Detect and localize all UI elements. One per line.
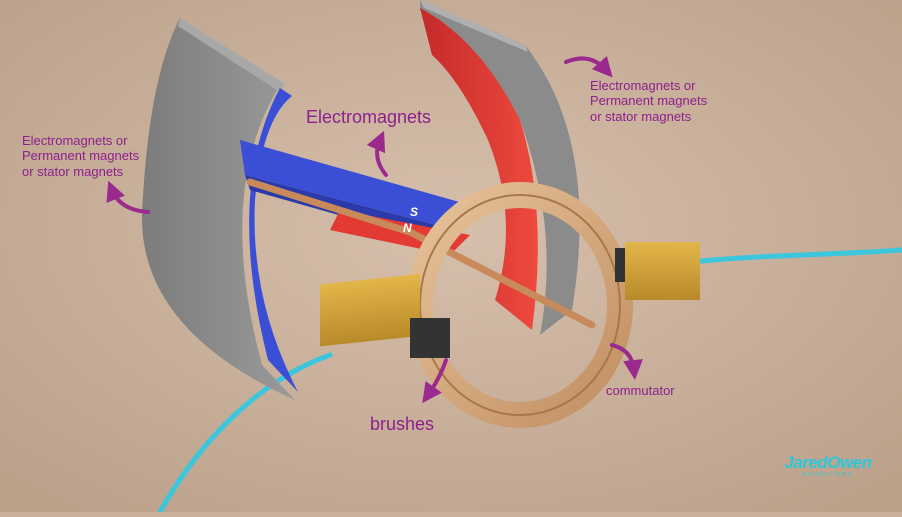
commutator-label: commutator (606, 383, 675, 398)
left-stator-label-line: Permanent magnets (22, 148, 140, 164)
logo-text: JaredOwen (784, 453, 872, 472)
watermark-logo: JaredOwen ANIMATIONS (778, 453, 878, 478)
rotor-shaft (246, 178, 596, 329)
wire-left (157, 352, 333, 515)
brush-right (615, 242, 700, 300)
arrow-commutator (610, 343, 643, 380)
left-stator-label-line: Electromagnets or (22, 133, 128, 148)
brush-left (320, 273, 450, 358)
arrow-right-stator (564, 55, 613, 78)
right-stator-magnet (420, 0, 580, 335)
arrow-electromagnets (366, 130, 388, 177)
right-stator-label: Electromagnets or Permanent magnets or s… (590, 78, 707, 124)
pole-s-label: S (410, 205, 418, 219)
rotation-arrows (106, 55, 643, 404)
left-stator-label: Electromagnets or Permanent magnets or s… (22, 133, 139, 179)
right-stator-label-line: Electromagnets or (590, 78, 696, 93)
left-stator-label-line: or stator magnets (22, 163, 124, 179)
arrow-left-stator (106, 180, 150, 214)
electromagnets-label: Electromagnets (306, 107, 432, 127)
wire-right (687, 247, 902, 265)
pole-n-label: N (403, 221, 412, 235)
brushes-label: brushes (370, 414, 435, 434)
arrow-brushes (422, 358, 448, 404)
logo-subtext: ANIMATIONS (802, 472, 854, 478)
left-stator-magnet (141, 18, 298, 400)
right-stator-label-line: or stator magnets (590, 108, 692, 124)
right-stator-label-line: Permanent magnets (590, 93, 708, 109)
